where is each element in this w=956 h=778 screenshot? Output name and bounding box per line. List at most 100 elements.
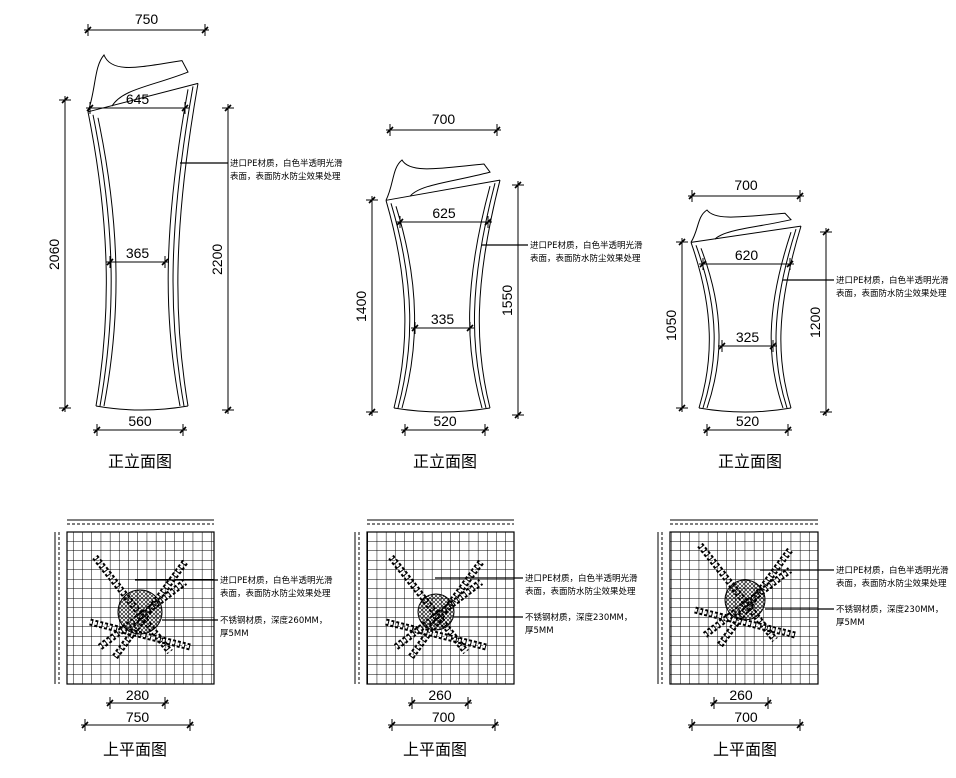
material-note-line-1: 进口PE材质，白色半透明光滑 xyxy=(230,159,343,169)
vase-outline-right xyxy=(167,89,189,407)
pe-note-line-1: 进口PE材质，白色半透明光滑 xyxy=(220,576,333,586)
dimension-height-right: 1550 xyxy=(499,284,515,316)
vase-outline-left xyxy=(97,117,117,407)
vase-outline-left xyxy=(87,111,107,407)
steel-insert-circle xyxy=(724,579,766,621)
tick-mark xyxy=(769,342,777,350)
vase-top-edge xyxy=(690,225,802,243)
dimension-outer-width: 750 xyxy=(125,709,150,725)
tick-mark xyxy=(493,126,501,134)
tick-mark xyxy=(786,260,794,268)
tick-mark xyxy=(699,260,707,268)
dimension-waist-width: 365 xyxy=(125,245,150,261)
plan-view-2 xyxy=(354,519,523,731)
tick-mark xyxy=(224,406,232,414)
dimension-waist-width: 335 xyxy=(430,311,455,327)
material-note-line-1: 进口PE材质，白色半透明光滑 xyxy=(836,276,949,286)
tick-mark xyxy=(386,126,394,134)
tick-mark xyxy=(703,426,711,434)
tick-mark xyxy=(514,181,522,189)
elevation-view-2 xyxy=(366,124,528,436)
vase-outline-left xyxy=(690,242,710,409)
vase-outline-left xyxy=(395,206,416,409)
steel-note-line-2: 厚5MM xyxy=(220,629,249,639)
dimension-base-width: 560 xyxy=(128,413,152,429)
tick-mark xyxy=(368,196,376,204)
pe-petal-arm-inner xyxy=(694,608,796,637)
tick-mark xyxy=(411,324,419,332)
tick-mark xyxy=(822,228,830,236)
dimension-outer-width: 700 xyxy=(431,709,456,725)
tick-mark xyxy=(396,218,404,226)
tick-mark xyxy=(161,699,169,707)
material-note-line-1: 进口PE材质，白色半透明光滑 xyxy=(530,241,643,251)
plan-view-3 xyxy=(657,519,834,731)
vase-base xyxy=(393,407,491,413)
vase-outline-right xyxy=(177,83,199,407)
plan-title: 上平面图 xyxy=(402,740,468,759)
tick-mark xyxy=(688,721,696,729)
dimension-upper-width: 645 xyxy=(125,91,150,107)
tick-mark xyxy=(106,258,114,266)
dimension-top-width: 700 xyxy=(734,177,758,193)
dimension-top-width: 700 xyxy=(431,111,456,127)
tick-mark xyxy=(764,699,772,707)
steel-insert-circle xyxy=(417,593,455,631)
dimension-upper-width: 625 xyxy=(432,205,456,221)
vase-top-edge xyxy=(385,179,501,201)
pe-note-line-1: 进口PE材质，白色半透明光滑 xyxy=(525,574,638,584)
elevation-title: 正立面图 xyxy=(107,452,173,471)
tick-mark xyxy=(84,26,92,34)
pe-note-line-2: 表面，表面防水防尘效果处理 xyxy=(525,587,636,597)
dimension-height-left: 1400 xyxy=(353,290,369,322)
vase-outline-right xyxy=(478,180,501,409)
tick-mark xyxy=(81,721,89,729)
dimension-outer-width: 700 xyxy=(734,709,758,725)
vase-rim xyxy=(385,159,491,201)
steel-note-line-1: 不锈钢材质，深度260MM， xyxy=(220,616,328,626)
vase-top-edge xyxy=(87,82,199,113)
tick-mark xyxy=(688,192,696,200)
tick-mark xyxy=(718,342,726,350)
tick-mark xyxy=(464,699,472,707)
tick-mark xyxy=(224,104,232,112)
pe-note-line-2: 表面，表面防水防尘效果处理 xyxy=(836,579,947,589)
tick-mark xyxy=(484,218,492,226)
vase-outline-right xyxy=(770,232,792,409)
elevation-view-1 xyxy=(59,24,234,436)
plan-title: 上平面图 xyxy=(712,740,778,759)
material-note-line-2: 表面，表面防水防尘效果处理 xyxy=(530,254,641,264)
vase-outline-right xyxy=(780,226,802,409)
vase-outline-right xyxy=(172,86,194,407)
tick-mark xyxy=(86,104,94,112)
tick-mark xyxy=(678,404,686,412)
dimension-height-right: 2200 xyxy=(209,243,225,275)
dimension-base-width: 520 xyxy=(433,413,457,429)
dimension-inner-width: 280 xyxy=(125,687,150,703)
tick-mark xyxy=(61,404,69,412)
tick-mark xyxy=(181,104,189,112)
tick-mark xyxy=(368,408,376,416)
steel-note-line-1: 不锈钢材质，深度230MM， xyxy=(836,605,944,615)
vase-rim xyxy=(690,209,792,243)
pe-petal-arm-inner xyxy=(385,620,487,649)
material-note-line-2: 表面，表面防水防尘效果处理 xyxy=(836,289,947,299)
pe-petal-arm xyxy=(97,579,188,650)
tick-mark xyxy=(106,699,114,707)
tick-mark xyxy=(796,192,804,200)
dimension-waist-width: 325 xyxy=(735,329,760,345)
plan-title: 上平面图 xyxy=(102,740,168,759)
steel-note-line-2: 厚5MM xyxy=(525,626,554,636)
tick-mark xyxy=(481,426,489,434)
dimension-height-right: 1200 xyxy=(807,306,823,338)
dimension-top-width: 750 xyxy=(134,11,159,27)
dimension-upper-width: 620 xyxy=(734,247,759,263)
tick-mark xyxy=(201,26,209,34)
tick-mark xyxy=(822,408,830,416)
vase-outline-left xyxy=(385,200,406,409)
vase-base xyxy=(95,405,189,411)
tick-mark xyxy=(491,721,499,729)
elevation-view-3 xyxy=(676,190,834,436)
vase-base xyxy=(698,407,792,413)
tick-mark xyxy=(186,721,194,729)
